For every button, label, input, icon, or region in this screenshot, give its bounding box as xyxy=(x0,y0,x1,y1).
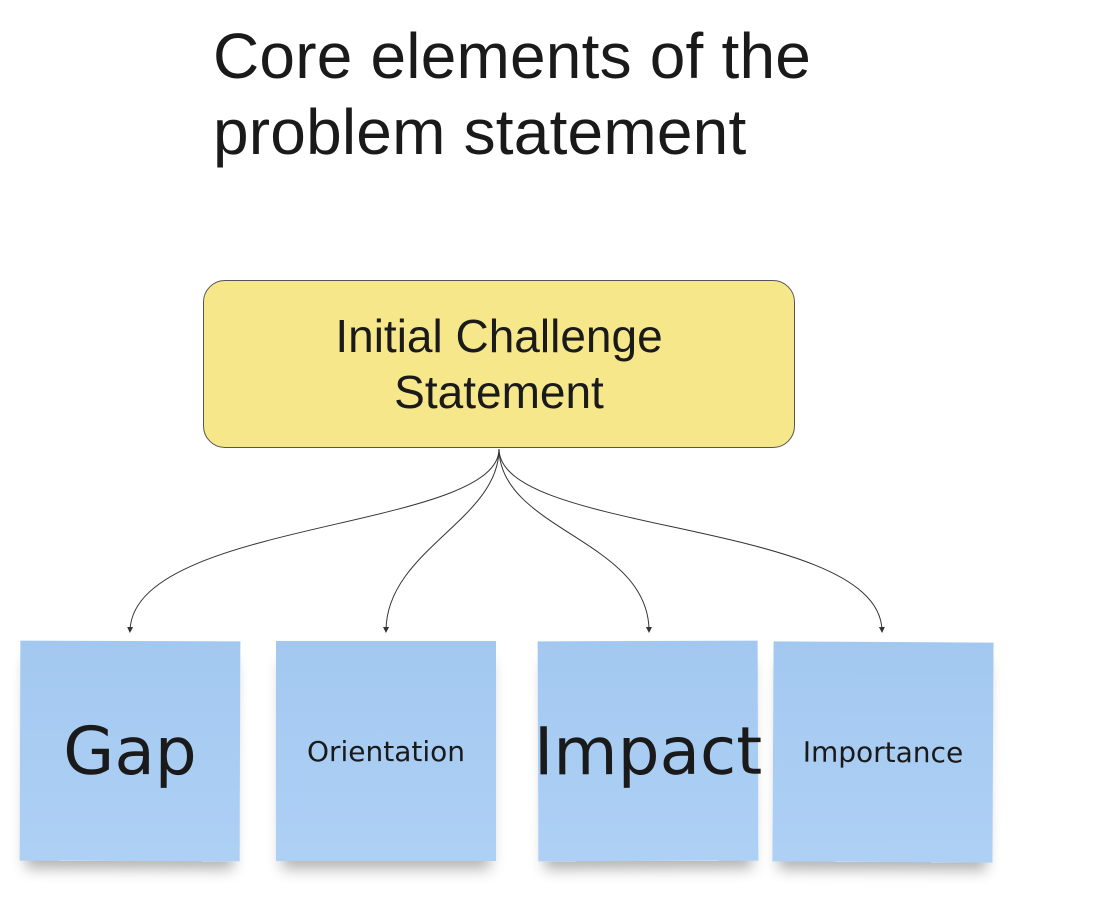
title-line-2: problem statement xyxy=(213,96,747,168)
sticky-note-label: Importance xyxy=(802,735,964,769)
diagram-title: Core elements of the problem statement xyxy=(213,18,973,170)
sticky-note-label: Impact xyxy=(533,712,763,790)
connector-to-importance xyxy=(498,448,885,633)
sticky-note-gap[interactable]: Gap xyxy=(19,640,241,862)
sticky-note-impact[interactable]: Impact xyxy=(534,640,762,862)
connector-to-gap xyxy=(127,448,500,633)
connector-to-orientation xyxy=(383,448,500,633)
root-line-1: Initial Challenge xyxy=(335,310,663,362)
sticky-note-label: Gap xyxy=(63,712,197,790)
title-line-1: Core elements of the xyxy=(213,20,812,92)
initial-challenge-node[interactable]: Initial Challenge Statement xyxy=(203,280,795,448)
root-line-2: Statement xyxy=(394,366,604,418)
sticky-note-orientation[interactable]: Orientation xyxy=(276,641,496,861)
connector-to-impact xyxy=(498,448,652,633)
sticky-note-importance[interactable]: Importance xyxy=(772,641,994,863)
sticky-note-label: Orientation xyxy=(306,734,466,768)
